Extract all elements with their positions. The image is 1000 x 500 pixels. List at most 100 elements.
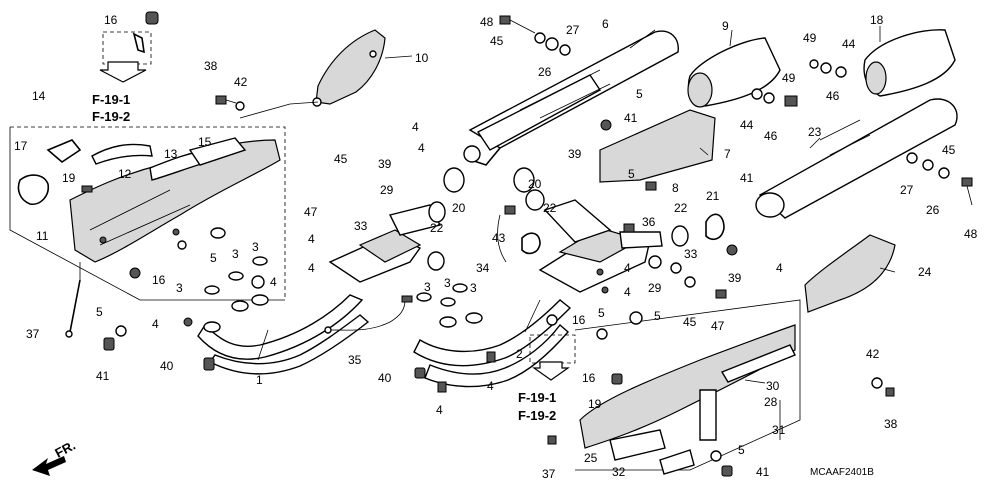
callout-11: 11 [36, 229, 49, 243]
callout-16: 16 [152, 273, 166, 287]
callout-18: 18 [870, 13, 884, 27]
callout-17: 17 [14, 139, 28, 153]
callout-6: 6 [602, 17, 609, 31]
ref-box-center [529, 334, 576, 381]
part-38-bolt [215, 95, 245, 111]
callout-5: 5 [654, 309, 661, 323]
right-catalyst [538, 199, 663, 293]
callout-5: 5 [738, 443, 745, 457]
callout-23: 23 [808, 125, 822, 139]
part-23-muffler [755, 98, 958, 219]
callout-5: 5 [210, 251, 217, 265]
callout-28: 28 [764, 395, 778, 409]
part-42-bolt-right [871, 377, 895, 397]
lower-right-bolts [547, 311, 733, 477]
callout-41: 41 [756, 465, 770, 479]
part-16-top-bolt [132, 11, 159, 54]
part-31-shield-group-frame [574, 299, 801, 471]
part-8-bracket [645, 181, 657, 191]
ref-label-left-top: F-19-1 [92, 92, 130, 107]
ref-label-center-top: F-19-1 [518, 390, 556, 405]
callout-38: 38 [884, 417, 898, 431]
left-catalyst [328, 204, 442, 283]
callout-35: 35 [348, 353, 362, 367]
callout-45: 45 [683, 315, 697, 329]
callout-44: 44 [842, 37, 856, 51]
left-shield-group-frame [9, 31, 286, 301]
callout-45: 45 [942, 143, 956, 157]
left-shield-bolts [99, 228, 187, 279]
callout-39: 39 [728, 271, 742, 285]
callout-44: 44 [740, 118, 754, 132]
callout-48: 48 [964, 227, 978, 241]
callout-47: 47 [304, 205, 318, 219]
callout-5: 5 [96, 305, 103, 319]
callout-22: 22 [430, 221, 444, 235]
callout-26: 26 [926, 203, 940, 217]
callout-30: 30 [766, 379, 780, 393]
part-25-shield [579, 324, 796, 449]
callout-5: 5 [598, 306, 605, 320]
callout-4: 4 [152, 317, 159, 331]
callout-4: 4 [776, 261, 783, 275]
callout-3: 3 [232, 247, 239, 261]
callout-32: 32 [612, 465, 626, 479]
callout-37: 37 [542, 467, 556, 481]
gaskets-3-left [183, 227, 268, 327]
callout-21: 21 [706, 189, 720, 203]
ref-arrow-left [99, 61, 147, 83]
callout-20: 20 [528, 177, 542, 191]
callout-33: 33 [684, 247, 698, 261]
callout-3: 3 [444, 276, 451, 290]
callout-3: 3 [252, 240, 259, 254]
callout-41: 41 [96, 369, 110, 383]
gaskets-3-middle [414, 283, 496, 393]
callout-45: 45 [490, 34, 504, 48]
callout-29: 29 [648, 281, 662, 295]
leader-lines [239, 26, 896, 440]
callout-4: 4 [308, 232, 315, 246]
part-10-shield [312, 29, 386, 107]
part-7-shield [599, 109, 716, 183]
right-bolts [546, 223, 738, 326]
callout-19: 19 [62, 171, 76, 185]
callout-47: 47 [711, 319, 725, 333]
callout-37: 37 [26, 327, 40, 341]
callout-36: 36 [642, 215, 656, 229]
callout-15: 15 [198, 135, 212, 149]
callout-13: 13 [164, 147, 178, 161]
callout-34: 34 [476, 261, 490, 275]
ref-label-left-bottom: F-19-2 [92, 109, 130, 124]
clamps-20-22 [427, 167, 725, 271]
part-19-bolt [81, 185, 93, 193]
callout-39: 39 [378, 157, 392, 171]
part-40-bolt-left [203, 357, 215, 371]
callout-46: 46 [826, 89, 840, 103]
callout-33: 33 [354, 219, 368, 233]
callout-4: 4 [436, 403, 443, 417]
callout-41: 41 [624, 111, 638, 125]
callout-46: 46 [764, 129, 778, 143]
front-label: FR. [52, 438, 78, 461]
callout-43: 43 [492, 231, 506, 245]
part-12-bracket [91, 143, 153, 165]
ref-label-center-bottom: F-19-2 [518, 408, 556, 423]
callout-38: 38 [204, 59, 218, 73]
diagram-code: MCAAF2401B [810, 467, 874, 478]
callout-8: 8 [672, 181, 679, 195]
callout-5: 5 [636, 87, 643, 101]
callout-27: 27 [566, 23, 580, 37]
callout-16: 16 [104, 13, 118, 27]
part-32-bracket [609, 429, 695, 475]
callout-12: 12 [118, 167, 132, 181]
callout-48: 48 [480, 15, 494, 29]
callout-5: 5 [628, 167, 635, 181]
callout-4: 4 [624, 285, 631, 299]
callout-22: 22 [674, 201, 688, 215]
part-5-washer-left [115, 325, 127, 337]
callout-3: 3 [424, 280, 431, 294]
part-15-shield [188, 137, 247, 166]
